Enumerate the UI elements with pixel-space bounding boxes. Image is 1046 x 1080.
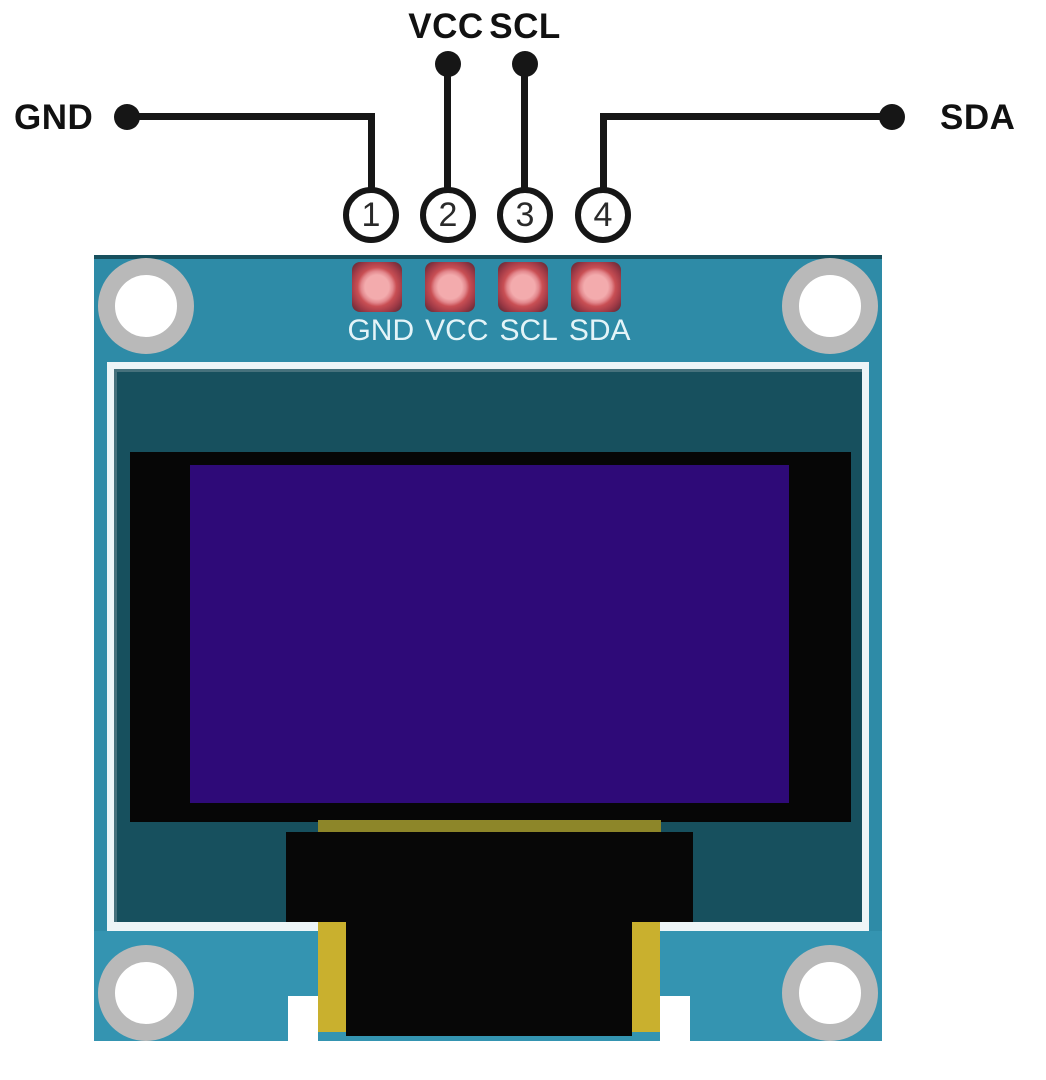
scl-wire-vertical [521, 60, 528, 191]
pin-number-circle-1: 1 [343, 187, 399, 243]
solder-pad-gnd [352, 262, 402, 312]
signal-label-sda: SDA [940, 98, 1016, 137]
flex-connector-narrow [346, 922, 632, 1036]
gnd-wire-vertical [368, 113, 375, 191]
mounting-hole-top-left [98, 258, 194, 354]
solder-pad-scl [498, 262, 548, 312]
signal-label-gnd: GND [14, 98, 94, 137]
silkscreen-label-gnd: GND [347, 314, 415, 347]
pin-number-circle-2: 2 [420, 187, 476, 243]
frame-outline-bottom-left [107, 922, 318, 931]
sda-wire-horizontal [603, 113, 892, 120]
silkscreen-pad-labels: GND VCC SCL SDA [344, 314, 634, 347]
oled-screen [190, 465, 789, 803]
sda-wire-vertical [600, 113, 607, 191]
mounting-hole-bottom-left [98, 945, 194, 1041]
pin-number-circle-4: 4 [575, 187, 631, 243]
connector-tab-left [318, 922, 346, 1032]
signal-label-vcc: VCC [408, 7, 484, 46]
mounting-hole-bottom-right [782, 945, 878, 1041]
vcc-wire-vertical [444, 60, 451, 191]
mounting-hole-top-right [782, 258, 878, 354]
signal-label-scl: SCL [489, 7, 561, 46]
connector-tab-right [632, 922, 660, 1032]
frame-outline-bottom-right [660, 922, 869, 931]
gnd-wire-horizontal [127, 113, 375, 120]
solder-pad-vcc [425, 262, 475, 312]
silkscreen-label-vcc: VCC [425, 314, 489, 347]
board-notch-left [288, 996, 318, 1042]
solder-pad-sda [571, 262, 621, 312]
silkscreen-label-sda: SDA [568, 314, 631, 347]
silkscreen-label-scl: SCL [499, 314, 558, 347]
board-notch-right [660, 996, 690, 1042]
flex-connector-wide [286, 832, 693, 924]
pin-number-circle-3: 3 [497, 187, 553, 243]
